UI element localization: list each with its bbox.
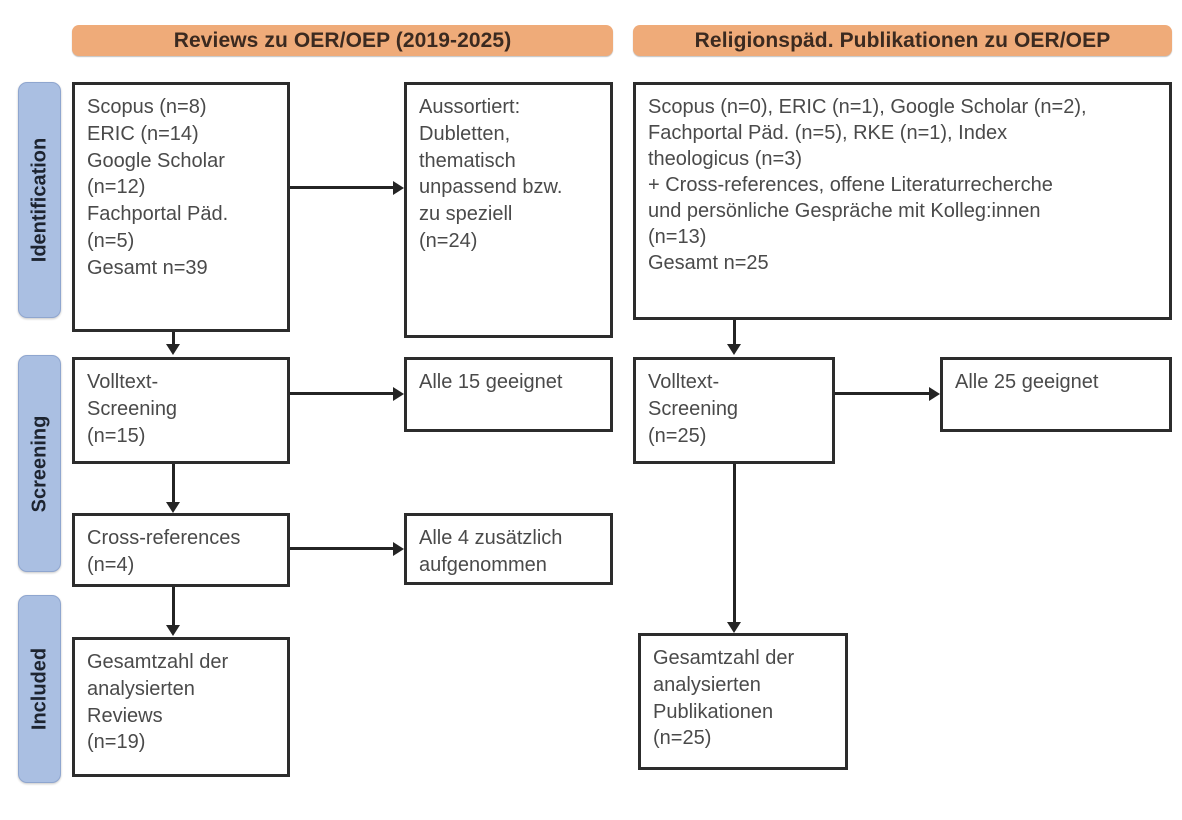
- phase-bar-identification: Identification: [18, 82, 61, 318]
- box-right-sources: Scopus (n=0), ERIC (n=1), Google Scholar…: [633, 82, 1172, 320]
- connector-left-sources-to-screening: [172, 332, 175, 346]
- box-left-crossrefs: Cross-references (n=4): [72, 513, 290, 587]
- arrowhead-left-screening-to-crossrefs: [166, 502, 180, 513]
- connector-right-screening-to-result: [835, 392, 931, 395]
- connector-left-sources-to-excluded: [290, 186, 394, 189]
- column-header-left: Reviews zu OER/OEP (2019-2025): [72, 25, 613, 56]
- phase-label-included: Included: [28, 647, 50, 731]
- box-left-crossrefs-result: Alle 4 zusätzlich aufgenommen: [404, 513, 613, 585]
- box-right-included: Gesamtzahl der analysierten Publikatione…: [638, 633, 848, 770]
- connector-left-screening-to-result: [290, 392, 394, 395]
- phase-label-identification: Identification: [28, 137, 50, 263]
- box-left-screening-result: Alle 15 geeignet: [404, 357, 613, 432]
- arrowhead-left-sources-to-screening: [166, 344, 180, 355]
- box-right-screening-result: Alle 25 geeignet: [940, 357, 1172, 432]
- column-header-right: Religionspäd. Publikationen zu OER/OEP: [633, 25, 1172, 56]
- connector-left-screening-to-crossrefs: [172, 464, 175, 504]
- phase-bar-screening: Screening: [18, 355, 61, 572]
- box-left-excluded: Aussortiert: Dubletten, thematisch unpas…: [404, 82, 613, 338]
- connector-right-sources-to-screening: [733, 320, 736, 346]
- arrowhead-right-screening-to-included: [727, 622, 741, 633]
- arrowhead-left-sources-to-excluded: [393, 181, 404, 195]
- phase-bar-included: Included: [18, 595, 61, 783]
- box-left-screening: Volltext- Screening (n=15): [72, 357, 290, 464]
- arrowhead-left-screening-to-result: [393, 387, 404, 401]
- box-left-included: Gesamtzahl der analysierten Reviews (n=1…: [72, 637, 290, 777]
- connector-left-crossrefs-to-included: [172, 587, 175, 627]
- arrowhead-left-crossrefs-to-result: [393, 542, 404, 556]
- connector-left-crossrefs-to-result: [290, 547, 394, 550]
- phase-label-screening: Screening: [28, 415, 50, 512]
- box-left-sources: Scopus (n=8) ERIC (n=14) Google Scholar …: [72, 82, 290, 332]
- arrowhead-right-sources-to-screening: [727, 344, 741, 355]
- connector-right-screening-to-included: [733, 464, 736, 624]
- arrowhead-left-crossrefs-to-included: [166, 625, 180, 636]
- box-right-screening: Volltext- Screening (n=25): [633, 357, 835, 464]
- arrowhead-right-screening-to-result: [929, 387, 940, 401]
